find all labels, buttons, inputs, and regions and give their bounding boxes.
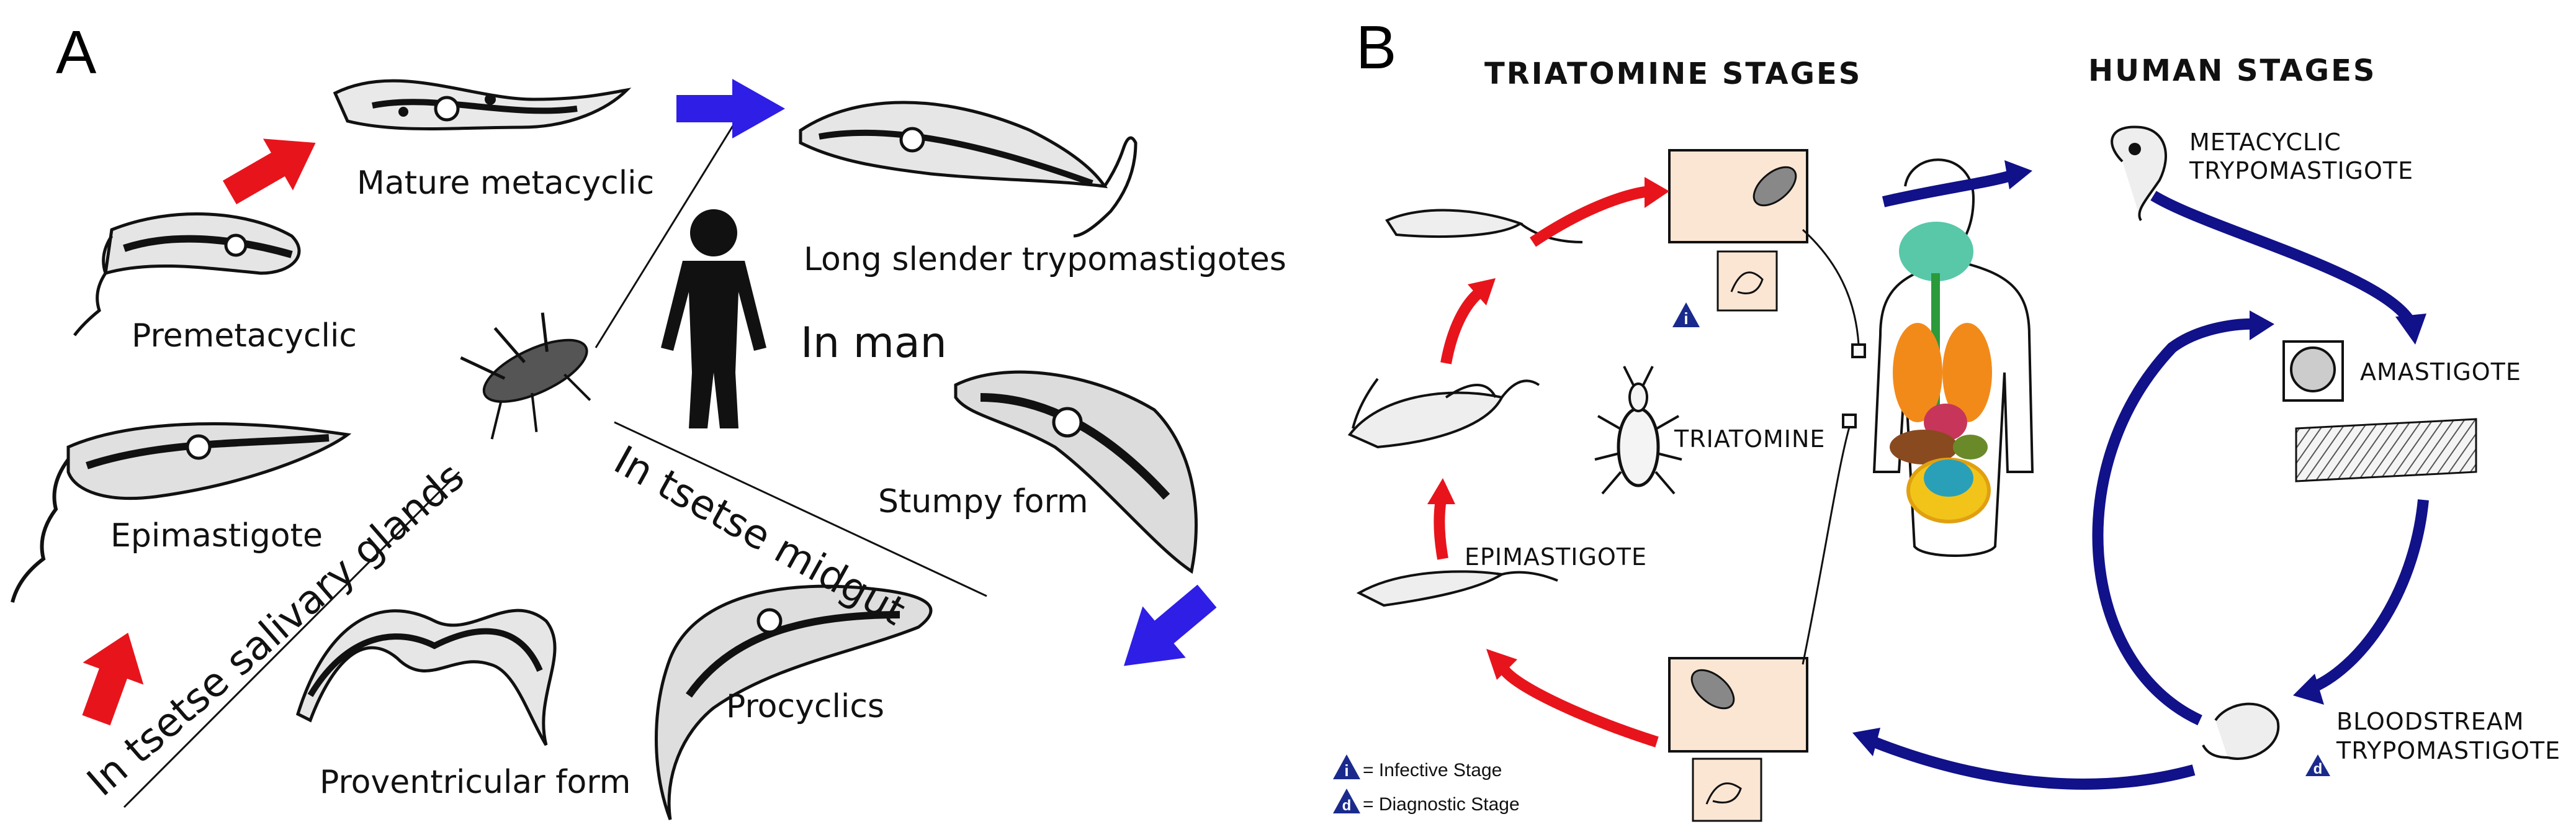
red-arrow — [1440, 278, 1496, 364]
label-premetacyclic: Premetacyclic — [132, 317, 357, 355]
blue-arrow — [1123, 584, 1217, 666]
blue-arrow — [2293, 499, 2429, 705]
mature-metacyclic-parasite — [333, 79, 632, 130]
procyclic-parasite — [655, 584, 933, 820]
divider-line — [595, 111, 743, 348]
label-epimastigote: Epimastigote — [110, 517, 323, 554]
panel-a: A — [11, 18, 1286, 820]
red-arrow — [1427, 478, 1455, 560]
legend: i = Infective Stage d = Diagnostic Stage — [1333, 754, 1520, 815]
blue-arrow — [2150, 191, 2426, 345]
label-epimastigote-b: EPIMASTIGOTE — [1465, 543, 1647, 571]
label-metacyclic: METACYCLIC — [2189, 129, 2341, 156]
human-anatomy-icon — [1802, 158, 2034, 665]
long-slender-parasite — [799, 101, 1138, 238]
blue-arrow — [676, 79, 785, 138]
legend-infective-text: = Infective Stage — [1363, 760, 1502, 780]
diagnostic-stage-badge: d — [2305, 754, 2330, 777]
bloodstream-trypomastigote-parasite — [2202, 702, 2280, 760]
infective-badge-icon — [1333, 754, 1360, 779]
dividing-epimastigote-parasite — [1347, 378, 1540, 449]
label-bloodstream-trypomastigote: TRYPOMASTIGOTE — [2336, 737, 2560, 764]
svg-text:i: i — [1344, 761, 1349, 780]
skin-marker — [1842, 414, 1857, 428]
label-bloodstream: BLOODSTREAM — [2336, 708, 2524, 735]
tsetse-fly-icon — [460, 312, 591, 440]
label-triatomine: TRIATOMINE — [1674, 425, 1825, 453]
epimastigote-parasite-b — [1356, 570, 1558, 607]
red-arrow — [1530, 177, 1669, 247]
diagnostic-badge-icon — [1333, 789, 1360, 813]
epimastigote-parasite — [11, 422, 352, 603]
proventricular-parasite — [295, 609, 557, 746]
blue-arrow — [1852, 728, 2196, 790]
triatomine-bug-icon — [1594, 366, 1682, 495]
blue-arrow — [1882, 160, 2032, 207]
premetacyclic-parasite — [73, 212, 301, 337]
inset-bug-top — [1668, 149, 1808, 312]
infective-stage-badge: i — [1672, 302, 1700, 328]
divider-line — [123, 471, 460, 808]
panel-a-letter: A — [56, 18, 97, 86]
legend-diagnostic-text: = Diagnostic Stage — [1363, 794, 1520, 815]
divider-line — [614, 421, 987, 597]
blue-arrow — [2092, 310, 2274, 726]
red-arrow — [82, 633, 144, 726]
metacyclic-trypomastigote-parasite — [2111, 125, 2167, 222]
label-stumpy: Stumpy form — [878, 483, 1088, 520]
label-procyclics: Procyclics — [726, 688, 884, 725]
label-amastigote: AMASTIGOTE — [2360, 358, 2521, 386]
label-metacyclic-trypomastigote: TRYPOMASTIGOTE — [2189, 157, 2413, 184]
label-long-slender: Long slender trypomastigotes — [804, 241, 1286, 278]
header-human-stages: HUMAN STAGES — [2088, 53, 2376, 88]
svg-text:i: i — [1684, 309, 1688, 328]
svg-text:d: d — [1342, 797, 1352, 814]
label-proventricular: Proventricular form — [320, 764, 631, 801]
amastigote-cell — [2282, 340, 2477, 482]
stumpy-parasite — [954, 370, 1198, 574]
red-arrow — [1486, 649, 1659, 748]
label-mature-metacyclic: Mature metacyclic — [357, 165, 654, 202]
svg-text:d: d — [2313, 761, 2323, 777]
inset-bug-bottom — [1668, 657, 1808, 822]
human-silhouette-icon — [661, 209, 766, 428]
panel-b: B TRIATOMINE STAGES HUMAN STAGES — [1333, 13, 2560, 822]
red-arrow — [223, 138, 316, 205]
label-in-man: In man — [801, 319, 947, 368]
legend-infective: i = Infective Stage — [1333, 754, 1502, 780]
skin-marker — [1851, 343, 1866, 358]
legend-diagnostic: d = Diagnostic Stage — [1333, 789, 1520, 815]
panel-b-letter: B — [1356, 13, 1396, 81]
header-triatomine-stages: TRIATOMINE STAGES — [1484, 57, 1862, 91]
